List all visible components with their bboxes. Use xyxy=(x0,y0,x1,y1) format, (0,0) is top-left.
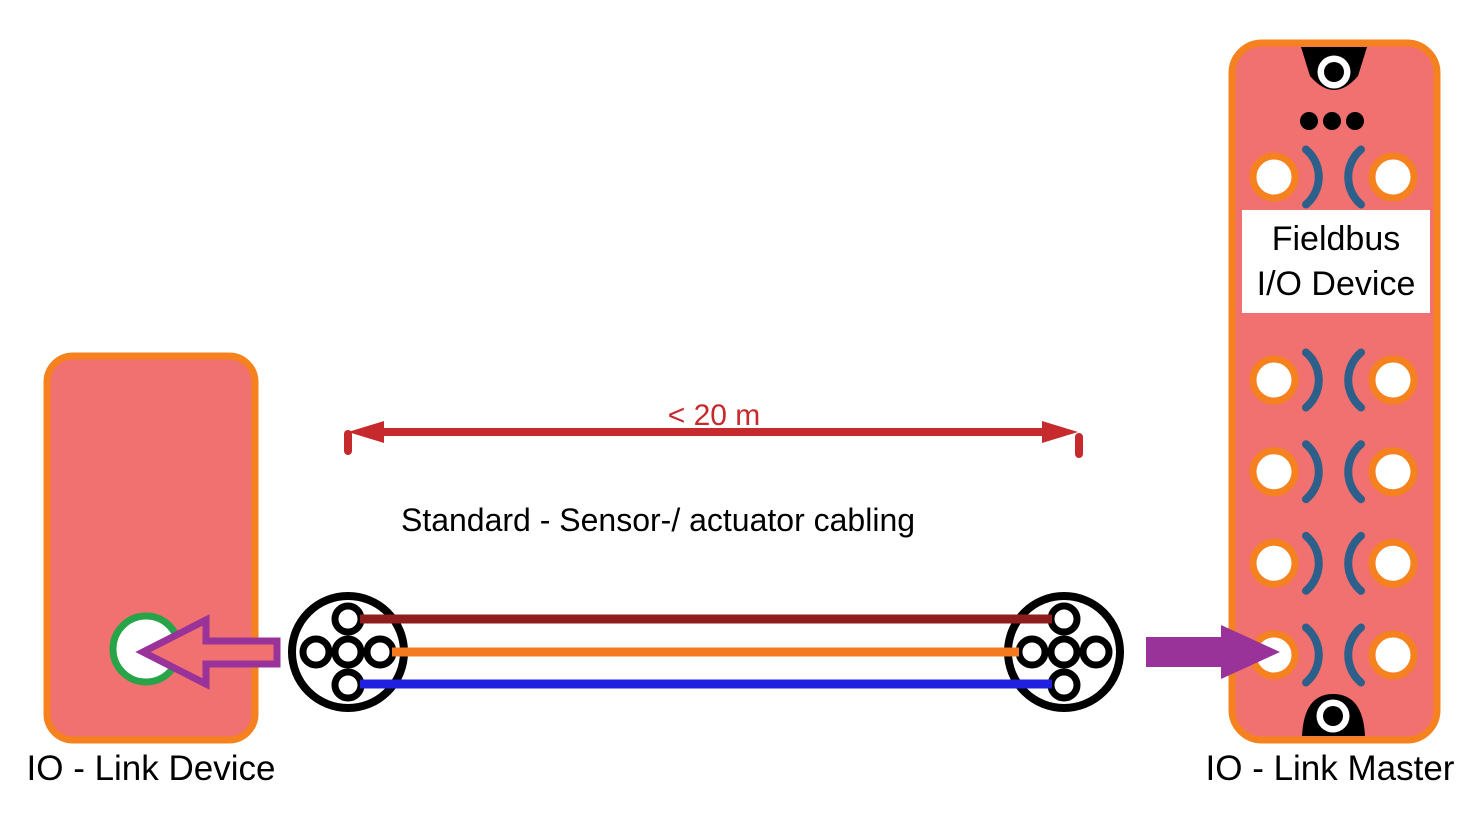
fieldbus-label: Fieldbus I/O Device xyxy=(1242,210,1430,313)
io-link-master xyxy=(1228,39,1441,744)
status-dot-icon xyxy=(1300,112,1318,130)
master-port-right xyxy=(1368,152,1418,202)
master-port-row xyxy=(1249,440,1418,504)
cable-connector-right xyxy=(1004,592,1124,712)
connector-pin xyxy=(1079,635,1113,669)
fieldbus-label-line2: I/O Device xyxy=(1256,264,1416,303)
master-port-right xyxy=(1368,447,1418,497)
connector-pin xyxy=(331,635,365,669)
measure-arrowhead-left xyxy=(348,421,384,443)
arrow-into-master-icon xyxy=(1146,625,1280,679)
connector-pin xyxy=(363,635,397,669)
master-port-right xyxy=(1368,630,1418,680)
cable-wires xyxy=(360,614,1052,689)
master-port-left xyxy=(1249,152,1299,202)
port-arc-right-paren-icon xyxy=(1302,145,1323,209)
device-label: IO - Link Device xyxy=(26,749,276,788)
master-port-row xyxy=(1249,145,1418,209)
measure-arrowhead-right xyxy=(1042,421,1078,443)
master-port-grid xyxy=(1249,145,1418,687)
arrow-into-device-icon xyxy=(135,614,281,690)
master-port-left xyxy=(1249,447,1299,497)
master-port-right xyxy=(1368,538,1418,588)
master-port-row xyxy=(1249,348,1418,412)
master-mount-top xyxy=(1301,47,1367,90)
status-dots xyxy=(1300,112,1364,130)
fieldbus-label-line1: Fieldbus xyxy=(1271,219,1401,258)
port-arc-left-paren-icon xyxy=(1344,623,1365,687)
master-label: IO - Link Master xyxy=(1205,749,1455,788)
port-arc-right-paren-icon xyxy=(1302,348,1323,412)
status-dot-icon xyxy=(1346,112,1364,130)
connector-pin xyxy=(1047,635,1081,669)
port-arc-right-paren-icon xyxy=(1302,623,1323,687)
port-arc-left-paren-icon xyxy=(1344,440,1365,504)
connector-pin xyxy=(331,668,365,702)
master-port-right xyxy=(1368,355,1418,405)
port-arc-left-paren-icon xyxy=(1344,531,1365,595)
cabling-type-label: Standard - Sensor-/ actuator cabling xyxy=(400,502,916,538)
cable-connector-left xyxy=(288,592,408,712)
distance-measure-arrow xyxy=(344,421,1083,458)
connector-pin xyxy=(331,602,365,636)
port-arc-left-paren-icon xyxy=(1344,145,1365,209)
connector-pin xyxy=(1047,602,1081,636)
master-port-row xyxy=(1249,531,1418,595)
status-dot-icon xyxy=(1323,112,1341,130)
mount-hole xyxy=(1324,62,1344,82)
connector-pin xyxy=(299,635,333,669)
distance-label: < 20 m xyxy=(667,399,761,432)
connector-pin xyxy=(1015,635,1049,669)
port-arc-right-paren-icon xyxy=(1302,531,1323,595)
master-port-left xyxy=(1249,355,1299,405)
port-arc-left-paren-icon xyxy=(1344,348,1365,412)
master-port-left xyxy=(1249,538,1299,588)
connector-pin xyxy=(1047,668,1081,702)
master-mount-bottom xyxy=(1302,694,1365,736)
io-link-device xyxy=(43,352,259,744)
master-port-row xyxy=(1249,623,1418,687)
port-arc-right-paren-icon xyxy=(1302,440,1323,504)
mount-hole xyxy=(1323,706,1343,726)
